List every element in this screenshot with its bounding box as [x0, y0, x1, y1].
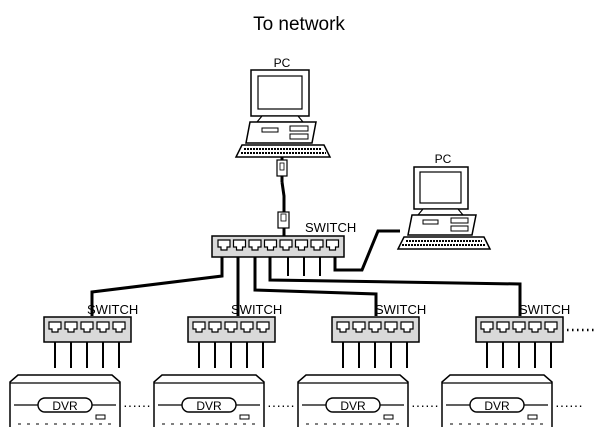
cable-to-right-pc: [333, 229, 400, 272]
keyboard-icon: [396, 236, 492, 250]
switch: [43, 316, 132, 343]
main-switch-label: SWITCH: [305, 220, 356, 235]
main-switch-pigtails: [287, 257, 321, 276]
switch-port: [544, 321, 558, 333]
sub-network-2: SWITCH DVR ······: [153, 302, 295, 427]
switch-port: [279, 239, 293, 251]
switch-port: [208, 321, 222, 333]
pc-top: PC: [234, 56, 332, 158]
switch-port: [496, 321, 510, 333]
dvr-label: DVR: [196, 399, 222, 413]
pc-top-cable: [276, 157, 290, 236]
switch-port: [80, 321, 94, 333]
switch-port: [64, 321, 78, 333]
dvr-cables: [54, 342, 120, 368]
switch-port: [224, 321, 238, 333]
dvr: DVR: [441, 374, 553, 427]
switch-port: [112, 321, 126, 333]
switch-port: [248, 239, 262, 251]
switch-port: [336, 321, 350, 333]
switch: [187, 316, 276, 343]
switch-port: [232, 239, 247, 251]
switch-port: [512, 321, 526, 333]
switch-port: [96, 321, 110, 333]
dvr-label: DVR: [484, 399, 510, 413]
continuation-dots: ······: [267, 397, 295, 413]
switch: [331, 316, 420, 343]
dvr: DVR: [9, 374, 121, 427]
switch-port: [294, 239, 309, 251]
uplink-cables: [90, 257, 522, 316]
dvr: DVR: [297, 374, 409, 427]
switch-ports: [217, 239, 340, 251]
sub-network-4: SWITCH DVR ······: [441, 302, 596, 427]
sub-network-3: SWITCH DVR ······: [297, 302, 439, 427]
diagram-title: To network: [253, 14, 345, 35]
switch: [475, 316, 564, 343]
dvr-cables: [342, 342, 408, 368]
pc-right-label: PC: [435, 152, 452, 166]
dvr-label: DVR: [52, 399, 78, 413]
switch-label: SWITCH: [519, 302, 570, 317]
dvr-cables: [486, 342, 552, 368]
keyboard-icon: [234, 144, 332, 158]
computer-case-icon: [407, 214, 477, 236]
continuation-dots: ······: [555, 397, 583, 413]
switch-port: [310, 239, 324, 251]
switch-port: [325, 239, 340, 251]
switch-port: [352, 321, 366, 333]
switch-label: SWITCH: [87, 302, 138, 317]
dvr: DVR: [153, 374, 265, 427]
switch-port: [384, 321, 398, 333]
switch-port: [217, 239, 231, 251]
switch-label: SWITCH: [231, 302, 282, 317]
monitor-icon: [413, 166, 469, 216]
pc-right: PC: [396, 152, 492, 250]
switch-port: [480, 321, 494, 333]
switch-label: SWITCH: [375, 302, 426, 317]
main-switch: SWITCH: [211, 220, 356, 258]
switch-port: [400, 321, 414, 333]
continuation-dots: ······: [123, 397, 151, 413]
switch-port: [368, 321, 382, 333]
switch-port: [528, 321, 542, 333]
switch-port: [192, 321, 206, 333]
switch-port: [256, 321, 270, 333]
dvr-cables: [198, 342, 264, 368]
sub-network-1: SWITCH DVR ······: [9, 302, 151, 427]
dvr-label: DVR: [340, 399, 366, 413]
monitor-icon: [250, 69, 310, 123]
pc-top-label: PC: [274, 56, 291, 70]
switch-port: [48, 321, 62, 333]
switch-port: [263, 239, 278, 251]
continuation-dots: ······: [411, 397, 439, 413]
sub-units: SWITCH DVR ······ SWITCH DVR ······ SWITCH DVR ·…: [9, 302, 596, 427]
computer-case-icon: [245, 121, 317, 144]
switch-port: [240, 321, 254, 333]
